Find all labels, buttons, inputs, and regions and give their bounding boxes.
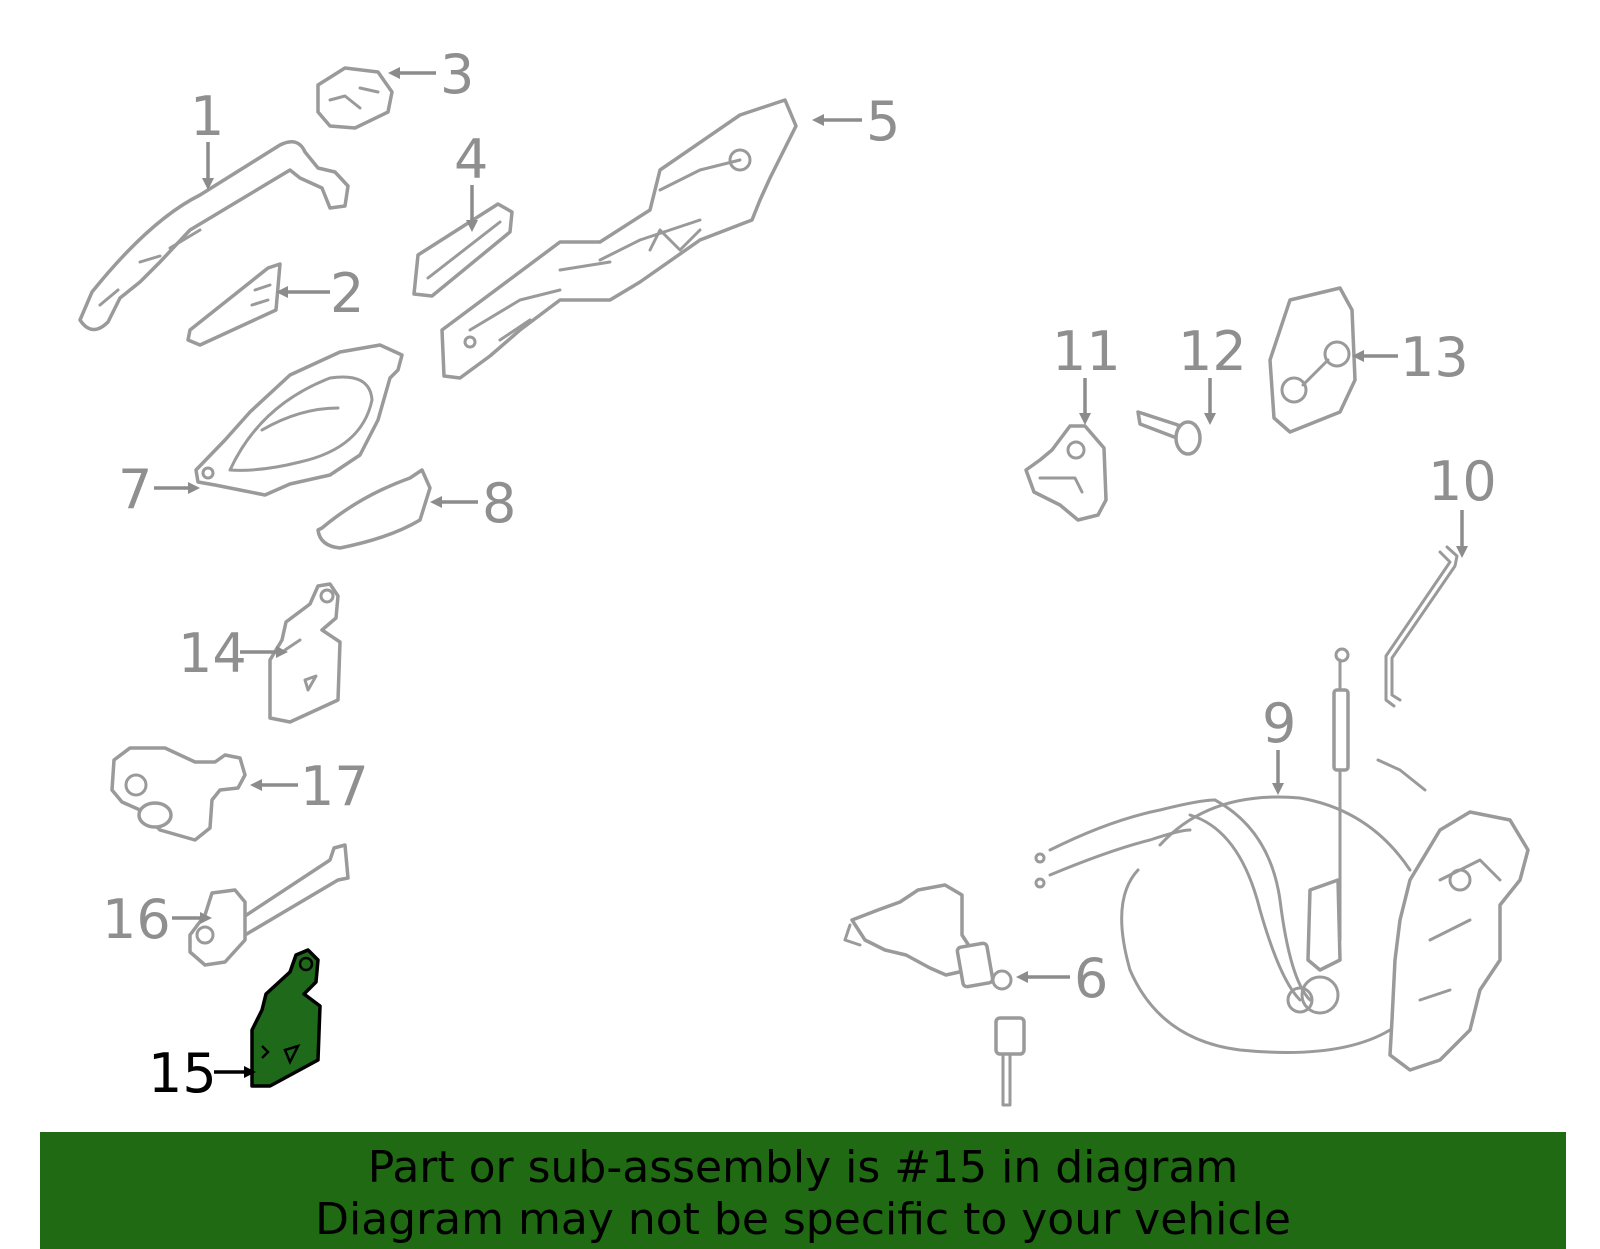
callout-9: 9 (1262, 692, 1296, 755)
part-6-key-cylinder[interactable] (843, 883, 1026, 1107)
callout-1: 1 (190, 85, 224, 148)
callout-4: 4 (454, 128, 488, 191)
part-4-gasket[interactable] (412, 202, 514, 298)
callout-2: 2 (330, 262, 364, 325)
callout-3: 3 (440, 43, 474, 106)
callout-labels: 1 2 3 4 5 6 7 8 9 10 11 12 13 14 15 16 1… (102, 43, 1497, 1105)
part-15-highlighted-bracket[interactable] (250, 948, 322, 1088)
banner-line-2: Diagram may not be specific to your vehi… (315, 1194, 1291, 1245)
callout-5: 5 (866, 90, 900, 153)
callout-12: 12 (1178, 320, 1247, 383)
part-11-striker[interactable] (1024, 424, 1108, 522)
leader-arrows (154, 67, 1468, 1078)
part-8-bezel[interactable] (316, 468, 432, 550)
callout-13: 13 (1400, 326, 1469, 389)
callout-7: 7 (118, 458, 152, 521)
part-9-latch-assembly[interactable] (1034, 647, 1530, 1072)
part-17-switch[interactable] (110, 746, 247, 842)
callout-11: 11 (1052, 320, 1121, 383)
part-13-plate[interactable] (1268, 286, 1357, 434)
callout-8: 8 (482, 472, 516, 535)
part-12-bolt[interactable] (1136, 410, 1202, 456)
callout-15: 15 (148, 1042, 217, 1105)
part-3-cap[interactable] (316, 66, 394, 130)
callout-10: 10 (1428, 450, 1497, 513)
callout-14: 14 (178, 622, 247, 685)
banner-line-1: Part or sub-assembly is #15 in diagram (367, 1142, 1239, 1193)
part-16-door-check[interactable] (188, 843, 350, 967)
callout-16: 16 (102, 888, 171, 951)
part-7-inner-handle[interactable] (194, 343, 404, 497)
part-2-handle-trim[interactable] (186, 262, 282, 347)
part-1-outside-handle[interactable] (78, 140, 350, 332)
part-5-handle-bracket[interactable] (440, 98, 798, 380)
callout-17: 17 (300, 755, 369, 818)
info-banner: Part or sub-assembly is #15 in diagram D… (40, 1132, 1566, 1249)
part-14-bracket[interactable] (268, 582, 342, 724)
part-10-rod[interactable] (1384, 545, 1459, 708)
callout-6: 6 (1074, 947, 1108, 1010)
